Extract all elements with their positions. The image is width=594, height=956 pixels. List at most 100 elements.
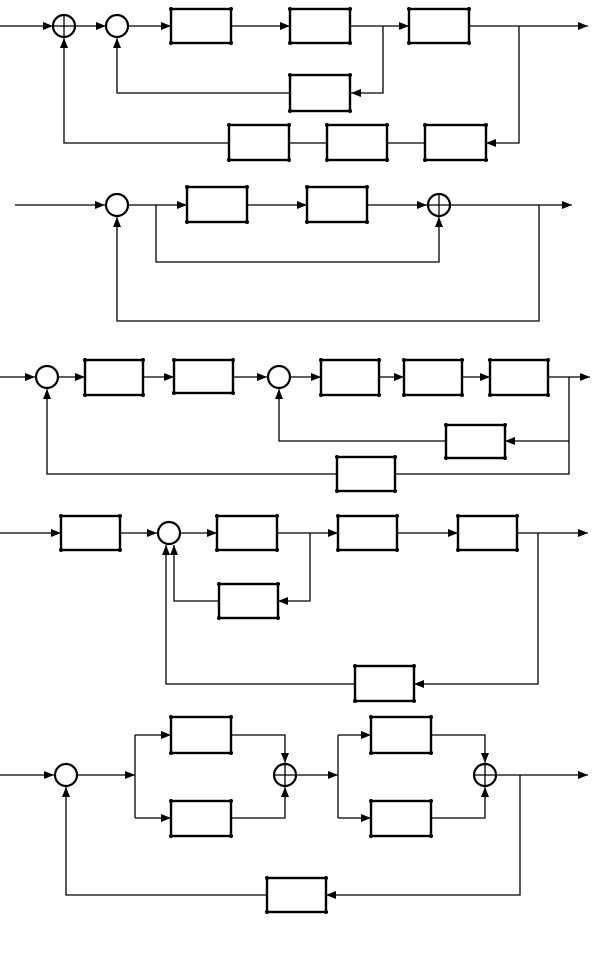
transfer-block (336, 514, 399, 552)
summing-junction (156, 520, 182, 546)
arrowhead (505, 437, 515, 445)
transfer-block (83, 358, 145, 397)
block-corner-dot (169, 41, 173, 45)
block-corner-dot (385, 158, 389, 162)
arrowhead (43, 22, 53, 30)
block-corner-dot (336, 514, 340, 518)
block-corner-dot (444, 456, 448, 460)
block-corner-dot (336, 548, 340, 552)
summing-circle (266, 364, 292, 390)
block-corner-dot (429, 834, 433, 838)
transfer-block (369, 715, 433, 755)
block-corner-dot (265, 910, 269, 914)
transfer-block (423, 123, 488, 162)
arrowhead (281, 753, 289, 763)
summing-junction (104, 13, 130, 39)
block-corner-dot (288, 109, 292, 113)
signal-line (155, 205, 440, 263)
block-corner-dot (444, 423, 448, 427)
summing-junction-cross (472, 762, 498, 788)
block-corner-dot (169, 834, 173, 838)
arrowhead (328, 771, 338, 779)
transfer-block (227, 123, 291, 162)
block-corner-dot (288, 73, 292, 77)
arrowhead (394, 373, 404, 381)
block-corner-dot (407, 7, 411, 11)
arrowhead (578, 22, 588, 30)
summing-junction-cross (272, 762, 298, 788)
summing-junction (104, 192, 130, 218)
block-corner-dot (429, 799, 433, 803)
block-corner-dot (385, 123, 389, 127)
block-corner-dot (229, 834, 233, 838)
block-corner-dot (83, 393, 87, 397)
block-corner-dot (402, 358, 406, 362)
arrowhead (448, 529, 458, 537)
arrowhead (326, 891, 336, 899)
arrowhead (95, 201, 105, 209)
arrowhead (113, 38, 121, 48)
signal-line (431, 787, 486, 819)
transfer-block (169, 799, 233, 838)
block-corner-dot (348, 109, 352, 113)
arrowhead (177, 201, 187, 209)
arrowhead (62, 787, 70, 797)
block-corner-dot (169, 715, 173, 719)
arrowhead (125, 771, 135, 779)
arrowhead (96, 22, 106, 30)
diagram-1 (0, 7, 588, 162)
block-corner-dot (488, 393, 492, 397)
block-corner-dot (118, 548, 122, 552)
block-corner-dot (172, 358, 176, 362)
block-corner-dot (275, 514, 279, 518)
summing-junction-cross (51, 13, 77, 39)
transfer-block (305, 185, 369, 224)
summing-circle (34, 364, 60, 390)
block-corner-dot (231, 391, 235, 395)
signal-line (65, 787, 267, 896)
block-corner-dot (319, 393, 323, 397)
arrowhead (578, 771, 588, 779)
transfer-block (217, 582, 280, 620)
transfer-block (407, 7, 471, 45)
summing-junction (34, 364, 60, 390)
block-corner-dot (395, 514, 399, 518)
signal-line (116, 205, 540, 322)
block-corner-dot (287, 158, 291, 162)
block-corner-dot (407, 41, 411, 45)
arrowhead (280, 22, 290, 30)
block-corner-dot (83, 358, 87, 362)
arrowhead (275, 389, 283, 399)
block-corner-dot (325, 123, 329, 127)
transfer-block (369, 799, 433, 838)
block-corner-dot (546, 358, 550, 362)
block-corner-dot (353, 699, 357, 703)
arrowhead (164, 373, 174, 381)
signal-line (326, 775, 521, 896)
block-corner-dot (215, 548, 219, 552)
block-corner-dot (377, 393, 381, 397)
arrowhead (25, 373, 35, 381)
transfer-block (185, 185, 249, 224)
arrowhead (281, 787, 289, 797)
block-corner-dot (319, 358, 323, 362)
summing-circle (53, 762, 79, 788)
arrowhead (161, 22, 171, 30)
block-corner-dot (59, 514, 63, 518)
signal-line (431, 734, 486, 763)
block-corner-dot (369, 834, 373, 838)
block-corner-dot (393, 455, 397, 459)
arrowhead (51, 529, 61, 537)
block-corner-dot (369, 751, 373, 755)
transfer-block (215, 514, 279, 552)
block-corner-dot (245, 220, 249, 224)
block-corner-dot (288, 41, 292, 45)
block-corner-dot (227, 158, 231, 162)
block-corner-dot (325, 158, 329, 162)
summing-circle (104, 13, 130, 39)
block-corner-dot (393, 489, 397, 493)
diagram-2 (15, 185, 572, 322)
block-corner-dot (353, 664, 357, 668)
signal-line (351, 26, 384, 94)
arrowhead (297, 201, 307, 209)
